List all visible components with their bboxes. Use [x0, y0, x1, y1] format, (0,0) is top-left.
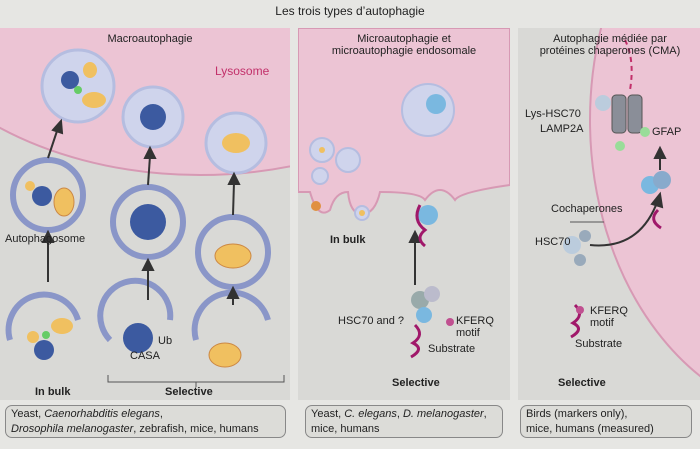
ub-label: Ub — [158, 335, 173, 347]
species-text: , — [159, 408, 163, 420]
species-text: Yeast, — [11, 408, 45, 420]
gfap-label: GFAP — [652, 126, 682, 138]
cma-title-line1: Autophagie médiée par — [553, 33, 667, 45]
species-text: , — [483, 408, 487, 420]
phagophore-ub — [97, 277, 174, 343]
lamp2a-label: LAMP2A — [540, 123, 584, 135]
species-italic: Drosophila melanogaster — [11, 423, 134, 435]
species-italic: Caenorhabditis elegans — [44, 408, 160, 420]
micro-title-line2: microautophagie endosomale — [331, 45, 477, 57]
motif-text: motif — [590, 317, 614, 329]
kferq-text: KFERQ — [590, 305, 628, 317]
motif-text: motif — [456, 327, 480, 339]
cma-hsc70-label: HSC70 — [535, 236, 571, 248]
species-text: , zebrafish, mice, humans — [133, 423, 259, 435]
micro-title-line1: Microautophagie et — [357, 33, 451, 45]
autophagosome-selective-1 — [110, 184, 186, 260]
autophagosome-label: Autophagosome — [5, 233, 86, 245]
cma-title-line2: protéines chaperones (CMA) — [539, 45, 681, 57]
kferq-text: KFERQ — [456, 315, 494, 327]
species-italic: D. melanogaster — [402, 408, 484, 420]
lys-hsc70-label: Lys-HSC70 — [525, 108, 581, 120]
lysosome-label: Lysosome — [215, 64, 270, 78]
micro-selective-label: Selective — [392, 377, 440, 389]
selective-bracket — [107, 375, 285, 387]
hsc70-and-label: HSC70 and ? — [338, 315, 405, 327]
species-text: Birds (markers only), — [526, 408, 628, 420]
macro-in-bulk-label: In bulk — [35, 386, 71, 398]
macro-selective-label: Selective — [165, 386, 213, 398]
cochaperones-label: Cochaperones — [551, 203, 623, 215]
species-box-cma: Birds (markers only), mice, humans (meas… — [520, 405, 692, 438]
species-box-micro: Yeast, C. elegans, D. melanogaster, mice… — [305, 405, 503, 438]
casa-label: CASA — [130, 350, 160, 362]
species-text: , — [396, 408, 403, 420]
cma-substrate-label: Substrate — [575, 338, 623, 350]
species-text: Yeast, — [311, 408, 345, 420]
species-text: mice, humans (measured) — [526, 423, 654, 435]
micro-in-bulk-label: In bulk — [330, 234, 366, 246]
panel-macro-title: Macroautophagie — [107, 33, 193, 45]
cma-selective-label: Selective — [558, 377, 606, 389]
micro-substrate-label: Substrate — [428, 343, 476, 355]
species-box-macro: Yeast, Caenorhabditis elegans, Drosophil… — [5, 405, 286, 438]
page-title: Les trois types d’autophagie — [275, 4, 425, 18]
phagophore-mito — [191, 289, 271, 341]
species-italic: C. elegans — [344, 408, 397, 420]
phagophore-bulk — [5, 291, 81, 341]
species-text: mice, humans — [311, 423, 380, 435]
